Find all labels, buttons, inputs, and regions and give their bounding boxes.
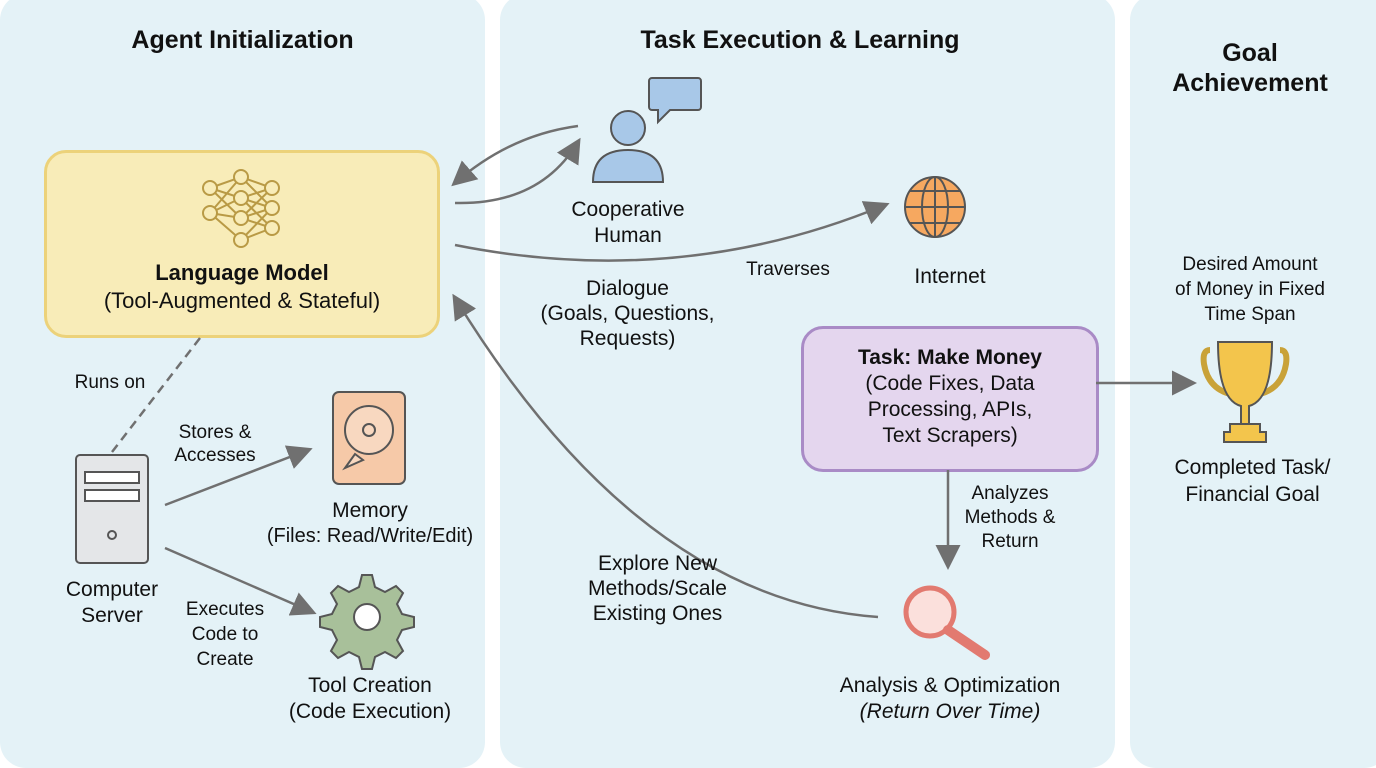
panel-title-exec: Task Execution & Learning	[640, 26, 960, 54]
edge-executes-3: Create	[196, 649, 254, 670]
edge-stores-1: Stores &	[178, 422, 252, 443]
arrow-lm-to-internet	[454, 201, 890, 262]
analysis-subtitle: (Return Over Time)	[859, 700, 1041, 723]
memory-subtitle: (Files: Read/Write/Edit)	[266, 525, 474, 547]
edge-dialogue-1: Dialogue	[586, 277, 669, 300]
server-label-2: Server	[81, 604, 143, 627]
human-label-2: Human	[594, 224, 662, 247]
person-speech-icon	[591, 77, 702, 183]
edge-stores-2: Accesses	[174, 445, 256, 466]
internet-label: Internet	[914, 265, 986, 288]
edge-explore-1: Explore New	[597, 552, 718, 575]
edge-runs-on: Runs on	[74, 372, 146, 393]
line-runs-on	[111, 337, 201, 453]
edge-analyzes-3: Return	[981, 531, 1039, 552]
edge-analyzes-1: Analyzes	[971, 483, 1049, 504]
human-label-1: Cooperative	[571, 198, 685, 221]
edge-dialogue-3: Requests)	[579, 327, 676, 350]
edge-analyzes-2: Methods &	[964, 507, 1056, 528]
edge-desired-2: of Money in Fixed	[1175, 279, 1325, 300]
arrow-human-to-lm	[451, 124, 579, 187]
arrow-server-to-tool	[164, 546, 317, 616]
lm-subtitle: (Tool-Augmented & Stateful)	[103, 288, 381, 313]
edge-traverses: Traverses	[746, 259, 830, 280]
memory-title: Memory	[332, 499, 408, 522]
task-box	[801, 326, 1099, 472]
hard-drive-icon	[332, 391, 406, 485]
server-icon	[75, 454, 149, 564]
panel-agent-initialization	[0, 0, 485, 768]
neural-network-icon	[202, 169, 280, 248]
edge-desired-3: Time Span	[1204, 304, 1296, 325]
edge-explore-2: Methods/Scale	[588, 577, 727, 600]
lm-title: Language Model	[155, 260, 329, 285]
globe-icon	[904, 176, 966, 238]
edge-dialogue-2: (Goals, Questions,	[540, 302, 715, 325]
goal-label-2: Financial Goal	[1185, 483, 1320, 506]
edge-desired-1: Desired Amount	[1182, 254, 1318, 275]
trophy-icon	[1200, 341, 1290, 443]
tool-subtitle: (Code Execution)	[288, 700, 452, 723]
panel-title-goal: Goal Achievement	[1172, 39, 1328, 97]
gear-icon	[319, 574, 415, 670]
server-label-1: Computer	[65, 578, 159, 601]
tool-title: Tool Creation	[308, 674, 432, 697]
goal-label-1: Completed Task/	[1174, 456, 1331, 479]
edge-executes-1: Executes	[185, 599, 265, 620]
language-model-box	[44, 150, 440, 338]
panel-title-init: Agent Initialization	[131, 26, 354, 54]
task-line-1: (Code Fixes, Data	[865, 372, 1035, 395]
arrow-analysis-to-lm	[452, 293, 879, 619]
edge-explore-3: Existing Ones	[592, 602, 723, 625]
task-title: Task: Make Money	[857, 346, 1042, 369]
arrow-server-to-memory	[164, 445, 313, 507]
analysis-title: Analysis & Optimization	[839, 674, 1061, 697]
arrow-lm-to-human	[454, 137, 581, 205]
task-line-2: Processing, APIs,	[867, 398, 1033, 421]
magnifier-icon	[903, 585, 990, 660]
task-line-3: Text Scrapers)	[882, 424, 1018, 447]
edge-executes-2: Code to	[191, 624, 259, 645]
